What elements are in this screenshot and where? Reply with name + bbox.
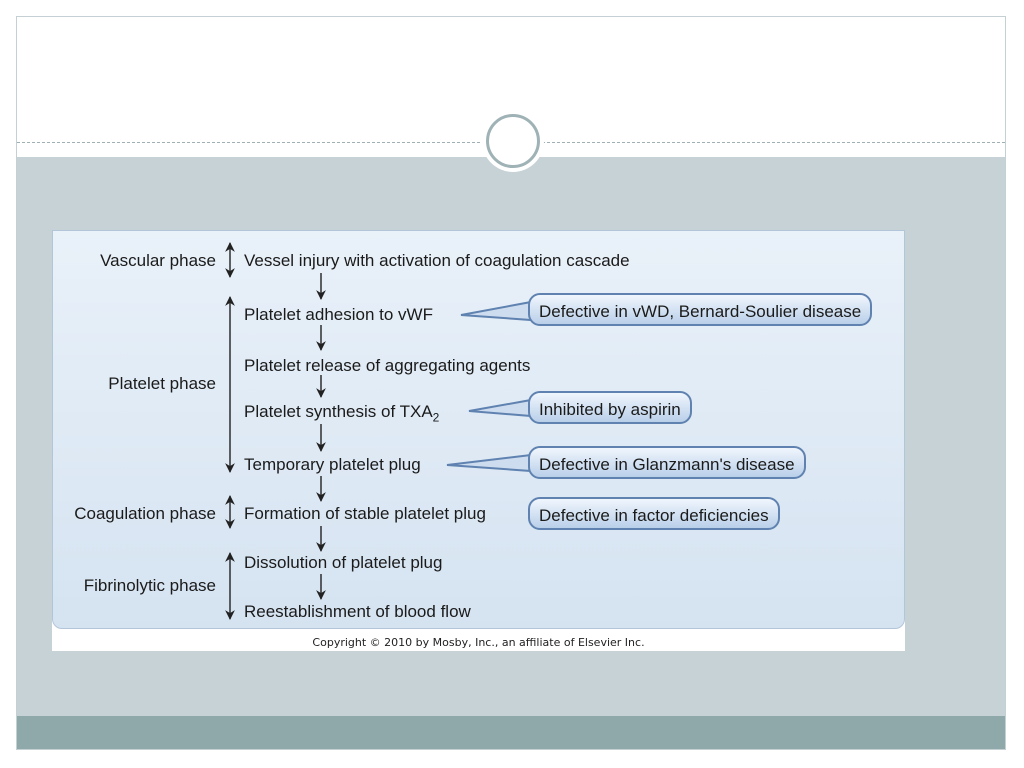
step-vessel-injury: Vessel injury with activation of coagula… [244, 251, 630, 270]
step-dissolution: Dissolution of platelet plug [244, 553, 443, 572]
fibrinolytic-phase-label: Fibrinolytic phase [83, 576, 216, 595]
diagram-arrows [225, 242, 532, 620]
step-stable-plug: Formation of stable platelet plug [244, 504, 486, 523]
diagram-panel: Vascular phase Platelet phase Coagulatio… [52, 230, 905, 629]
callout-factor-deficiencies: Defective in factor deficiencies [528, 497, 780, 530]
slide-footer-bar [17, 716, 1005, 749]
callout-vwd: Defective in vWD, Bernard-Soulier diseas… [528, 293, 873, 326]
step-platelet-release: Platelet release of aggregating agents [244, 356, 531, 375]
hemostasis-figure: Vascular phase Platelet phase Coagulatio… [52, 230, 905, 651]
txa-subscript: 2 [432, 410, 440, 425]
vascular-phase-label: Vascular phase [100, 251, 216, 270]
callout-pointer [446, 453, 532, 473]
coagulation-phase-label: Coagulation phase [74, 504, 216, 523]
step-platelet-adhesion: Platelet adhesion to vWF [244, 305, 433, 324]
callout-pointer [460, 300, 532, 322]
callout-pointer [468, 398, 532, 418]
step-temporary-plug: Temporary platelet plug [244, 455, 421, 474]
step-reestablishment: Reestablishment of blood flow [244, 602, 471, 621]
callout-aspirin: Inhibited by aspirin [528, 391, 692, 424]
step-platelet-synthesis-text: Platelet synthesis of TXA [244, 402, 433, 421]
copyright-notice: Copyright © 2010 by Mosby, Inc., an affi… [312, 636, 645, 649]
callout-glanzmann: Defective in Glanzmann's disease [528, 446, 806, 479]
platelet-phase-label: Platelet phase [108, 374, 216, 393]
step-platelet-synthesis: Platelet synthesis of TXA2 [244, 402, 439, 424]
decorative-circle-ring [486, 114, 540, 168]
decorative-circle-icon [482, 110, 544, 172]
